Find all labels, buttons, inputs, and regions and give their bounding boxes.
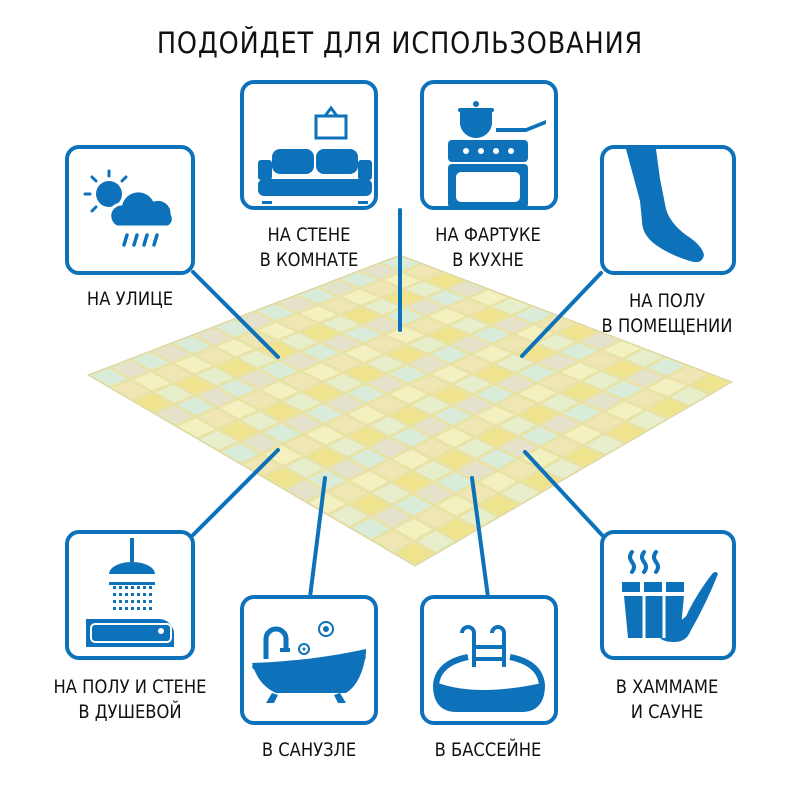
usage-card-shower: [65, 530, 195, 660]
usage-card-sauna: [600, 530, 736, 660]
usage-card-pool: [420, 595, 558, 725]
shower-icon: [86, 538, 174, 647]
usage-label-outdoor: НА УЛИЦЕ: [86, 288, 174, 310]
sauna-bucket-ladle-icon: [622, 550, 718, 642]
sun-cloud-rain-icon: [83, 169, 175, 247]
page-title: ПОДОЙДЕТ ДЛЯ ИСПОЛЬЗОВАНИЯ: [156, 26, 644, 60]
usage-label-pool: В БАССЕЙНЕ: [434, 739, 542, 761]
sofa-picture-icon: [258, 105, 372, 204]
usage-card-bathroom: [240, 595, 378, 725]
usage-card-kitchen-backsplash: [420, 80, 558, 210]
pool-ladder-icon: [432, 625, 546, 712]
usage-card-living-room-wall: [240, 80, 378, 210]
stove-pot-pan-icon: [448, 101, 546, 206]
foot-icon: [626, 149, 704, 263]
bathtub-icon: [252, 621, 366, 703]
usage-card-indoor-floor: [600, 145, 736, 275]
connector-lines: [191, 208, 604, 599]
usage-card-outdoor: [65, 145, 195, 275]
usage-label-bathroom: В САНУЗЛЕ: [261, 739, 357, 761]
